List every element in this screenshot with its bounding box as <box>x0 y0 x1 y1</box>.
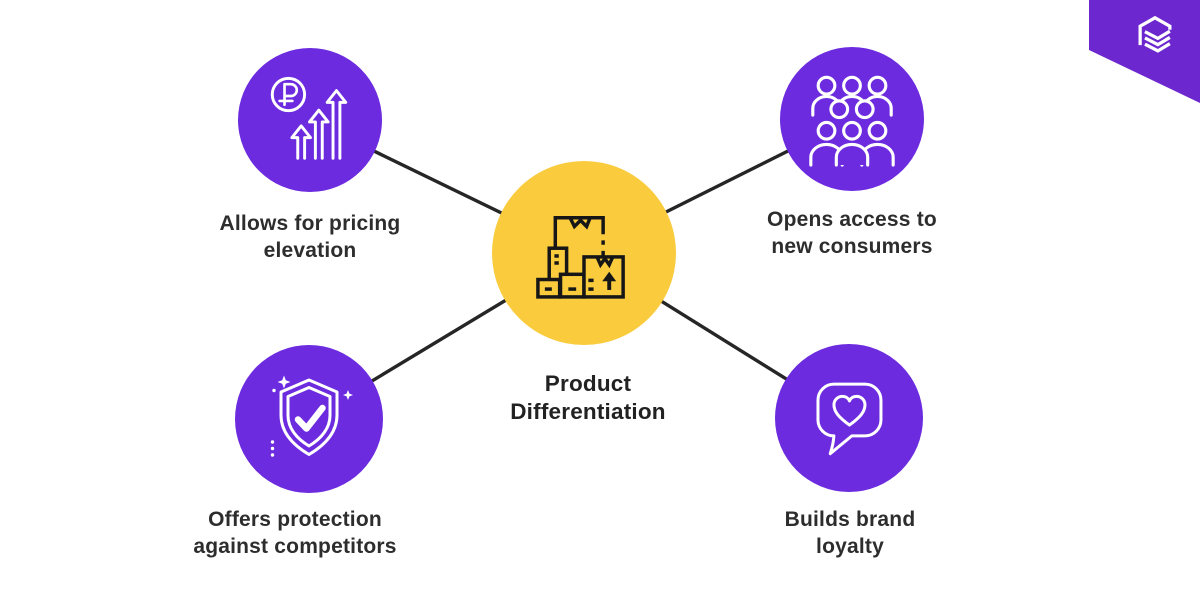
consumers-crowd-icon <box>809 75 895 167</box>
hub-label: Product Differentiation <box>510 371 666 424</box>
node-circle-pricing-elevation <box>238 48 382 192</box>
node-label-new-consumers: Opens access to new consumers <box>767 208 937 258</box>
shield-check-icon <box>270 375 353 457</box>
hub-circle-product-differentiation <box>492 161 676 345</box>
node-circle-new-consumers <box>780 47 924 191</box>
heart-chat-bubble-icon <box>816 382 883 456</box>
node-label-pricing-elevation: Allows for pricing elevation <box>219 212 401 262</box>
ruble-growth-arrows-icon <box>270 76 348 160</box>
product-boxes-icon <box>536 216 625 299</box>
node-label-brand-loyalty: Builds brand loyalty <box>784 508 916 558</box>
brand-logo-icon <box>1138 15 1172 53</box>
node-label-competitor-protection: Offers protection against competitors <box>193 508 397 558</box>
node-circle-brand-loyalty <box>775 344 923 492</box>
node-circle-competitor-protection <box>235 345 383 493</box>
brand-corner-badge <box>1089 0 1200 103</box>
